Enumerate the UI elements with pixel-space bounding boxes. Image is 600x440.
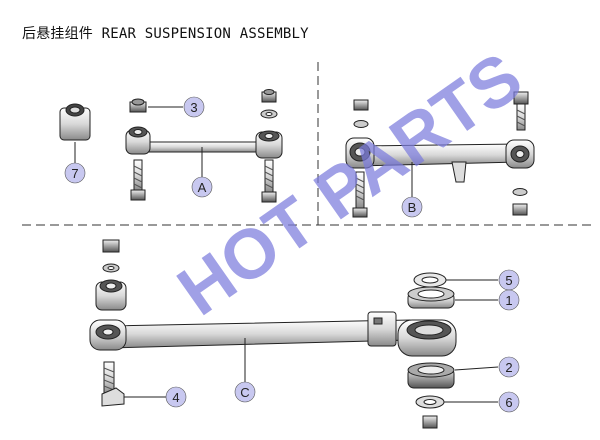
svg-text:3: 3: [190, 100, 197, 115]
callout-7: 7: [64, 162, 86, 184]
callout-2: 2: [498, 356, 520, 378]
leader-lines: [74, 106, 499, 403]
assembly-c: [89, 239, 457, 429]
arm-a: [139, 141, 269, 153]
callout-3: 3: [183, 96, 205, 118]
svg-text:C: C: [240, 385, 249, 400]
svg-text:7: 7: [71, 166, 78, 181]
svg-text:A: A: [198, 180, 207, 195]
svg-text:1: 1: [505, 293, 512, 308]
assembly-b: [345, 91, 535, 218]
callout-a: A: [191, 176, 213, 198]
watermark-text: HOT PARTS: [164, 37, 536, 330]
svg-text:5: 5: [505, 273, 512, 288]
svg-text:4: 4: [172, 390, 179, 405]
callout-4: 4: [165, 386, 187, 408]
page-title: 后悬挂组件 REAR SUSPENSION ASSEMBLY: [22, 26, 309, 42]
svg-text:6: 6: [505, 395, 512, 410]
svg-text:B: B: [408, 200, 417, 215]
assembly-a: [59, 89, 283, 203]
arm-c: [109, 319, 411, 349]
svg-text:2: 2: [505, 360, 512, 375]
callout-c: C: [234, 381, 256, 403]
callout-1: 1: [498, 289, 520, 311]
callout-b: B: [401, 196, 423, 218]
callout-5: 5: [498, 269, 520, 291]
callout-6: 6: [498, 391, 520, 413]
